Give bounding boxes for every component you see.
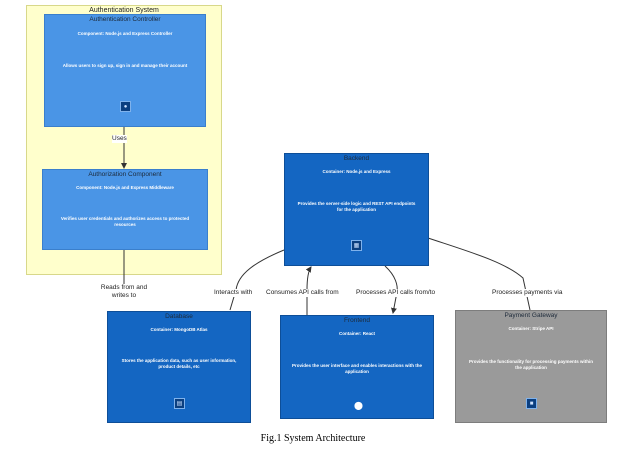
browser-icon: ⬤ xyxy=(354,401,363,410)
node-description: Stores the application data, such as use… xyxy=(121,358,237,369)
authorization-component-node[interactable]: Authorization Component Component: Node.… xyxy=(42,169,208,250)
node-title: Backend xyxy=(343,155,370,162)
node-technology: Container: MongoDB Atlas xyxy=(150,327,208,332)
node-description: Provides the user interface and enables … xyxy=(291,363,423,374)
node-description: Allows users to sign up, sign in and man… xyxy=(62,63,188,68)
server-icon: ▦ xyxy=(351,240,362,251)
edge-label-consumes: Consumes API calls from xyxy=(266,289,339,297)
edge-interacts xyxy=(229,249,285,311)
node-title: Frontend xyxy=(343,317,371,324)
edge-label-processes-payments: Processes payments via xyxy=(492,289,563,297)
payment-icon: ■ xyxy=(526,398,537,409)
node-technology: Container: Node.js and Express xyxy=(322,169,391,174)
node-title: Authentication Controller xyxy=(89,16,161,23)
node-technology: Component: Node.js and Express Middlewar… xyxy=(76,185,174,190)
node-description: Provides the server-side logic and REST … xyxy=(297,201,416,212)
database-node[interactable]: Database Container: MongoDB Atlas Stores… xyxy=(107,311,251,423)
edge-label-reads-writes: Reads from and writes to xyxy=(96,284,152,300)
node-description: Verifies user credentials and authorizes… xyxy=(60,216,190,227)
edge-label-processes-api: Processes API calls from/to xyxy=(356,289,436,297)
node-technology: Component: Node.js and Express Controlle… xyxy=(77,31,173,36)
node-title: Authorization Component xyxy=(88,171,162,178)
node-description: Provides the functionality for processin… xyxy=(468,359,594,370)
edge-processes-payments xyxy=(427,237,531,311)
edge-label-interacts: Interacts with xyxy=(214,289,253,297)
node-technology: Container: React xyxy=(338,331,375,336)
authentication-controller-node[interactable]: Authentication Controller Component: Nod… xyxy=(44,14,206,127)
boundary-title: Authentication System xyxy=(89,7,159,14)
backend-node[interactable]: Backend Container: Node.js and Express P… xyxy=(284,153,429,266)
database-icon: ▤ xyxy=(174,398,185,409)
frontend-node[interactable]: Frontend Container: React Provides the u… xyxy=(280,315,434,419)
user-icon: ● xyxy=(120,101,131,112)
node-title: Payment Gateway xyxy=(504,312,558,319)
figure-caption: Fig.1 System Architecture xyxy=(260,433,366,444)
payment-gateway-node[interactable]: Payment Gateway Container: Stripe API Pr… xyxy=(455,310,607,423)
edge-label-uses: Uses xyxy=(112,135,127,143)
node-technology: Container: Stripe API xyxy=(508,326,554,331)
node-title: Database xyxy=(165,313,193,320)
